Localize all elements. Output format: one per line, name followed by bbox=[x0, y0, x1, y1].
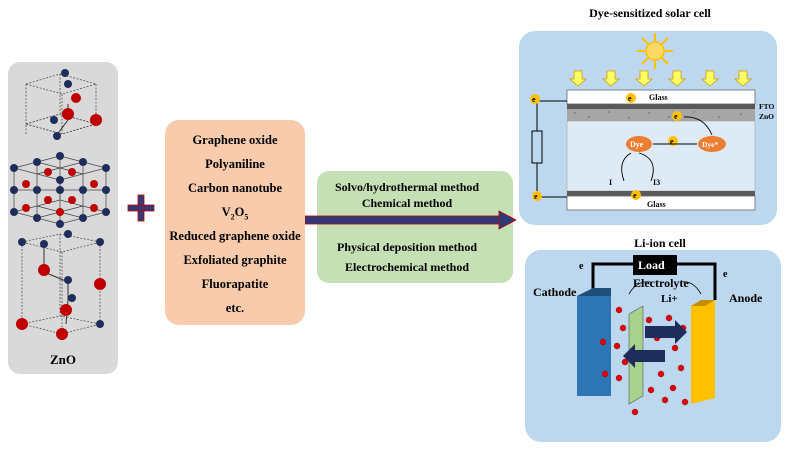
process-arrow bbox=[305, 210, 517, 230]
material-item: Reduced graphene oxide bbox=[169, 229, 301, 243]
material-item: Exfoliated graphite bbox=[183, 253, 287, 267]
electron-label: e bbox=[633, 191, 637, 200]
zno-crystal-structures bbox=[10, 69, 110, 340]
materials-box: Graphene oxide Polyaniline Carbon nanotu… bbox=[165, 120, 305, 325]
li-ion-title: Li-ion cell bbox=[634, 236, 686, 250]
method-item: Physical deposition method bbox=[336, 240, 477, 254]
material-item: Polyaniline bbox=[205, 157, 265, 171]
dssc-panel: Glass FTO ZnO Glass e e e e e e bbox=[519, 31, 777, 225]
method-item: Electrochemical method bbox=[344, 260, 470, 274]
dye-label: Dye bbox=[630, 140, 644, 149]
zno-label: ZnO bbox=[49, 352, 76, 367]
zno-panel bbox=[8, 62, 118, 374]
fto-label: FTO bbox=[759, 102, 774, 111]
electron-label: e bbox=[628, 94, 632, 103]
anode-label: Anode bbox=[729, 291, 763, 305]
electron-label: e bbox=[670, 137, 674, 146]
method-item: Solvo/hydrothermal method bbox=[334, 180, 480, 194]
li-ion-panel: Load e e Electrolyte Li+ Cathode Anode bbox=[525, 250, 781, 442]
dssc-diagram: Glass FTO ZnO Glass e e e e e e bbox=[530, 33, 774, 211]
load-label: Load bbox=[638, 258, 665, 272]
zno-layer-label: ZnO bbox=[759, 112, 774, 121]
dye-excited-label: Dye* bbox=[702, 140, 718, 149]
material-item: etc. bbox=[225, 301, 245, 315]
electron-label: e bbox=[674, 112, 678, 121]
methods-box: Solvo/hydrothermal method Chemical metho… bbox=[317, 171, 513, 283]
cathode-label: Cathode bbox=[533, 285, 577, 299]
electron-label: e bbox=[532, 95, 536, 104]
electron-right-label: e bbox=[723, 269, 728, 280]
plus-icon bbox=[127, 194, 155, 222]
li-ion-diagram: Load e e Electrolyte Li+ Cathode Anode bbox=[533, 255, 763, 416]
material-item: Graphene oxide bbox=[192, 133, 278, 147]
iodide-label: I bbox=[609, 178, 612, 187]
method-item: Chemical method bbox=[361, 196, 453, 210]
electron-left-label: e bbox=[579, 261, 584, 272]
electrolyte-label: Electrolyte bbox=[633, 276, 689, 290]
li-ion-label: Li+ bbox=[661, 293, 678, 305]
glass-top-label: Glass bbox=[649, 93, 668, 102]
material-item: Carbon nanotube bbox=[187, 181, 283, 195]
triiodide-label: I3 bbox=[653, 178, 660, 187]
dssc-title: Dye-sensitized solar cell bbox=[589, 6, 711, 20]
sun-icon bbox=[637, 33, 673, 69]
material-item: Fluorapatite bbox=[201, 277, 269, 291]
electron-label: e bbox=[534, 192, 538, 201]
material-item-v2o5: V2O5 bbox=[221, 205, 249, 222]
glass-bottom-label: Glass bbox=[647, 200, 666, 209]
